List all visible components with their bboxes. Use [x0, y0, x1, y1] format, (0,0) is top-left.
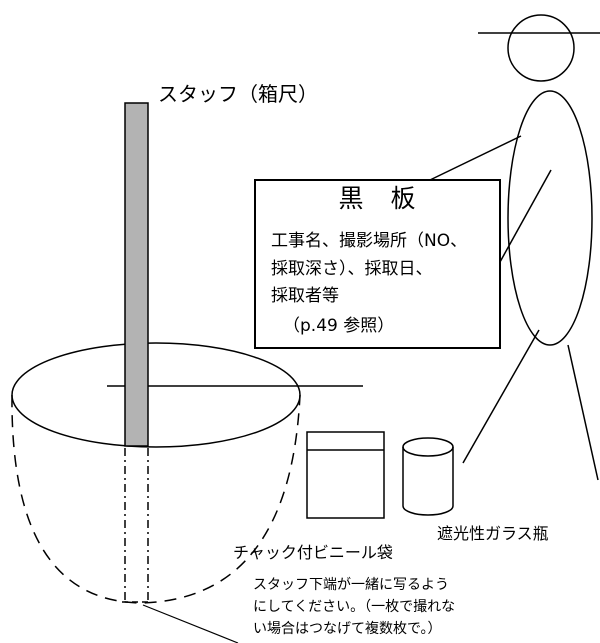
- blackboard-frame: [254, 179, 501, 349]
- blackboard-title: 黒 板: [338, 184, 417, 213]
- blackboard-text-line: 採取者等: [271, 286, 339, 306]
- blackboard-text-line: 採取深さ）、採取日、: [271, 259, 433, 279]
- glass-bottle: [402, 437, 454, 516]
- person-arm-holding: [499, 169, 552, 263]
- blackboard-reference: （p.49 参照）: [283, 316, 395, 336]
- pit-bottom-curve: [11, 394, 301, 604]
- zip-bag-body: [306, 431, 385, 519]
- note-line: スタッフ下端が一緒に写るよう: [253, 577, 449, 593]
- person-arm-to-board: [429, 135, 522, 181]
- person-leg-left: [462, 329, 540, 464]
- note-line: い場合はつなげて複数枚で。）: [253, 621, 442, 637]
- blackboard-text-line: 工事名、撮影場所（NO、: [271, 231, 468, 251]
- person-head: [507, 14, 575, 82]
- person-figure: [429, 14, 600, 481]
- bottle-label: 遮光性ガラス瓶: [437, 524, 549, 543]
- note-leader-line: [142, 604, 239, 643]
- bottle-top: [402, 437, 454, 457]
- person-body: [507, 90, 593, 346]
- pit-opening: [11, 342, 301, 448]
- bag-label: チャック付ビニール袋: [233, 543, 393, 562]
- staff-visible-part: [124, 102, 149, 447]
- person-leg-right: [567, 344, 599, 481]
- zip-bag: [306, 431, 385, 519]
- sampling-pit: [11, 342, 363, 604]
- staff-label: スタッフ（箱尺）: [158, 82, 318, 106]
- note-line: にしてください。（一枚で撮れな: [253, 599, 456, 615]
- bottle-bottom: [402, 505, 454, 516]
- staff-rod: [122, 102, 150, 603]
